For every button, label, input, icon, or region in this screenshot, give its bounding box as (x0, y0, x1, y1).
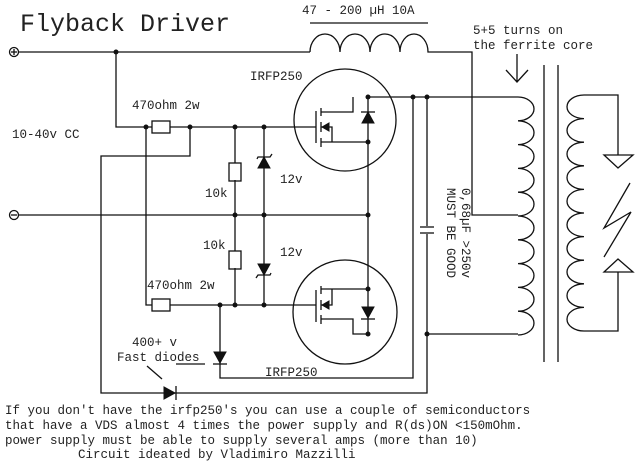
zener-bottom-icon (255, 263, 272, 279)
mosfet-top (293, 68, 397, 172)
transformer-note-1: 5+5 turns on (473, 24, 563, 38)
resistor-470-top (151, 120, 171, 134)
wires (19, 33, 518, 394)
resistor-10k-top (228, 162, 242, 182)
resistor-top-label: 470ohm 2w (132, 99, 200, 113)
inductor-label: 47 - 200 µH 10A (302, 4, 415, 18)
junction-dots (113, 49, 430, 337)
title: Flyback Driver (20, 10, 230, 39)
mosfet-top-label: IRFP250 (250, 70, 303, 84)
diodes-leader (146, 365, 163, 380)
negative-terminal-icon (8, 209, 20, 221)
capacitor-label-1: 0,68µF >250v (458, 188, 472, 279)
resistor-10k-bottom (228, 250, 242, 270)
credit-line: Circuit ideated by Vladimiro Mazzilli (78, 448, 356, 462)
resistor-bottom-label: 470ohm 2w (147, 279, 215, 293)
zener-bottom-label: 12v (280, 246, 303, 260)
capacitor (420, 226, 434, 234)
positive-terminal-icon (8, 46, 20, 58)
fast-diode-horizontal-icon (163, 386, 177, 400)
note-line-2: that have a VDS almost 4 times the power… (5, 419, 523, 433)
capacitor-label-2: MUST BE GOOD (443, 188, 457, 278)
mosfet-bottom (292, 259, 398, 365)
zener-top-label: 12v (280, 173, 303, 187)
diodes-label-1: 400+ v (132, 336, 178, 350)
resistor-470-bottom (151, 298, 171, 312)
resistor-10k-top-label: 10k (205, 187, 228, 201)
note-line-3: power supply must be able to supply seve… (5, 434, 478, 448)
diodes-label-2: Fast diodes (117, 351, 200, 365)
spark-gap-icon (602, 182, 632, 258)
transformer-note-2: the ferrite core (473, 39, 593, 53)
supply-label: 10-40v CC (12, 128, 80, 142)
fast-diode-vertical-icon (213, 351, 227, 365)
note-line-1: If you don't have the irfp250's you can … (5, 404, 530, 418)
resistor-10k-bottom-label: 10k (203, 239, 226, 253)
zener-top-icon (256, 153, 273, 169)
flyback-transformer (505, 54, 635, 362)
mosfet-bottom-label: IRFP250 (265, 366, 318, 380)
